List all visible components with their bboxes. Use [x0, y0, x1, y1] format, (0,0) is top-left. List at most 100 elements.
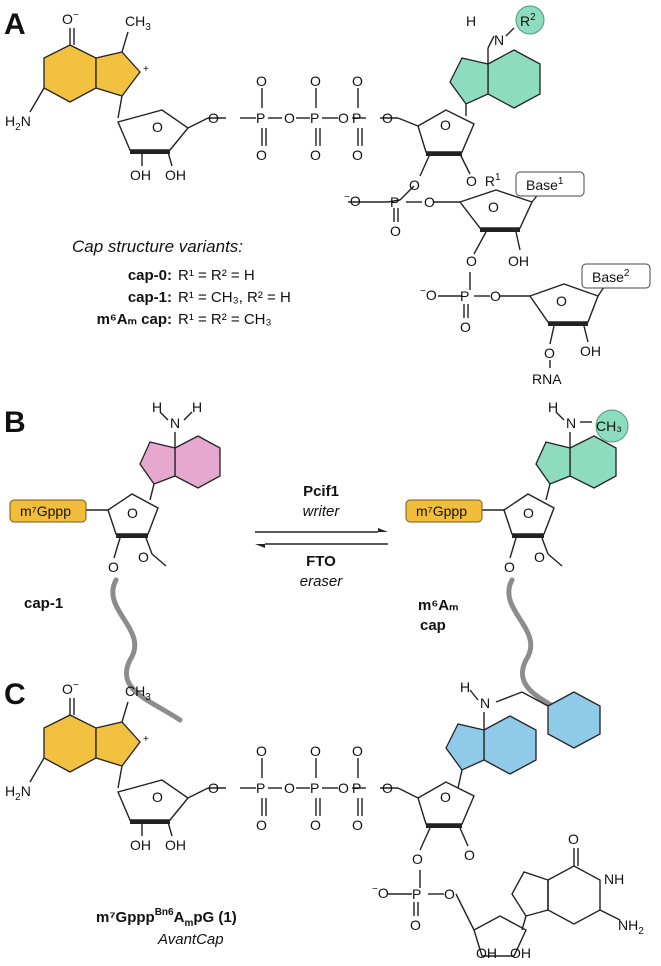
g-o: O: [568, 831, 579, 847]
base1-ring-o: O: [488, 199, 499, 215]
phos-o-bot-1: O: [256, 147, 267, 163]
eraser-name: FTO: [306, 553, 336, 570]
m7g-ribose-a: [117, 109, 209, 167]
adenine-six-ring: [487, 49, 541, 109]
base1-p: P: [390, 194, 399, 210]
phos-p-2: P: [310, 110, 319, 126]
ribose-oh-1: OH: [130, 167, 151, 183]
adenine-b-left-five-ring: [139, 441, 176, 485]
g-nh: NH: [604, 871, 624, 887]
base1-oh: OH: [508, 253, 529, 269]
c-phos-o-top-3: O: [352, 743, 363, 759]
r2-circle: [515, 5, 545, 35]
benzyl-adenosine-c: [397, 689, 601, 851]
g-o-minus: −O: [372, 884, 389, 901]
variant-formula-1: R¹ = CH₃, R² = H: [178, 289, 291, 306]
panel-label-c: C: [4, 678, 26, 711]
adenine-c-six-ring: [483, 715, 537, 775]
base2-box: [581, 263, 651, 289]
rna-label: RNA: [532, 371, 562, 387]
g-p: P: [412, 886, 421, 902]
b-left-h2: H: [192, 399, 202, 415]
variants-title: Cap structure variants:: [72, 237, 243, 256]
c-guanine-ch3: CH3: [125, 683, 151, 703]
phos-o-bot-2: O: [310, 147, 321, 163]
base2-ring-o: O: [556, 293, 567, 309]
g-o-dbl: O: [410, 917, 421, 933]
g-oh-1: OH: [476, 945, 497, 961]
base1-o: O: [424, 194, 435, 210]
base2-p: P: [460, 288, 469, 304]
compound-name: m⁷GpppBn6AmpG (1): [96, 907, 237, 929]
b-left-n: N: [170, 415, 180, 431]
b-right-n: N: [566, 415, 576, 431]
c-phos-o-bot-3: O: [352, 817, 363, 833]
c-phos-p-2: P: [310, 780, 319, 796]
c-phos-o-2: O: [284, 780, 295, 796]
cap-box-left-label: m⁷Gppp: [20, 503, 71, 519]
g-o-link: O: [444, 886, 455, 902]
base1-box: [515, 171, 585, 197]
base2-label: Base2: [592, 268, 630, 285]
cap-box-right: [405, 499, 483, 523]
phos-o-top-2: O: [310, 73, 321, 89]
c-phos-o-3: O: [338, 780, 349, 796]
b-left-o2: O: [138, 549, 149, 565]
c-guanine-h2n: H2N: [5, 783, 31, 803]
phos-o-3: O: [338, 110, 349, 126]
c-adenine-h: H: [460, 679, 470, 695]
adenosine-b-right: [482, 411, 617, 567]
b-left-ring-o: O: [127, 505, 138, 521]
base2-o-dbl: O: [460, 319, 471, 335]
ribose-a-o: O: [440, 117, 451, 133]
ribose-o: O: [152, 119, 163, 135]
b-right-o3: O: [504, 559, 515, 575]
equilibrium-arrows: [255, 528, 388, 548]
b-right-name-2: cap: [420, 617, 446, 634]
c-phos-p-3: P: [352, 780, 361, 796]
c-ribose-a-o2: O: [464, 847, 475, 863]
base2-o3: O: [544, 345, 555, 361]
variant-name-0: cap-0:: [128, 267, 172, 284]
b-right-o2: O: [534, 549, 545, 565]
base2-o: O: [490, 288, 501, 304]
b-right-h: H: [548, 399, 558, 415]
variant-name-1: cap-1:: [128, 289, 172, 306]
guanine-ch3: CH3: [125, 13, 151, 33]
base1-o3: O: [466, 253, 477, 269]
guanine-plus: +: [143, 64, 149, 75]
c-ribose-o: O: [152, 789, 163, 805]
phos-o-bot-3: O: [352, 147, 363, 163]
phos-o-4: O: [382, 110, 393, 126]
writer-name: Pcif1: [303, 483, 339, 500]
g-oh-2: OH: [510, 945, 531, 961]
g-nh2: NH2: [618, 917, 644, 937]
guanine-h2n: H2N: [5, 113, 31, 133]
adenine-b-left-six-ring: [174, 435, 221, 489]
cap-box-left: [9, 499, 87, 523]
base2-nucleotide: [438, 272, 607, 368]
c-phos-o-4: O: [382, 780, 393, 796]
ribose-oh-2: OH: [165, 167, 186, 183]
base2-o-minus: −O: [420, 286, 437, 303]
phos-o-top-3: O: [352, 73, 363, 89]
variant-formula-0: R¹ = R² = H: [178, 267, 255, 284]
b-left-h1: H: [152, 399, 162, 415]
c-guanine-plus: +: [143, 734, 149, 745]
guanine-six-ring: [43, 44, 97, 103]
variant-formula-2: R¹ = R² = CH₃: [178, 311, 272, 328]
base1-o-minus: −O: [344, 192, 361, 209]
b-right-ring-o: O: [523, 505, 534, 521]
rna-strand-right: [506, 577, 579, 723]
guanine-five-ring: [95, 51, 141, 97]
base1-label: Base1: [526, 176, 564, 193]
c-ribose-oh-1: OH: [130, 837, 151, 853]
c-phos-o-bot-1: O: [256, 817, 267, 833]
c-ribose-a-o: O: [440, 789, 451, 805]
m7g-guanine-c: [29, 698, 209, 837]
adenine-n6: N: [494, 32, 504, 48]
c-phos-o-1: O: [208, 780, 219, 796]
c-phos-o-top-2: O: [310, 743, 321, 759]
